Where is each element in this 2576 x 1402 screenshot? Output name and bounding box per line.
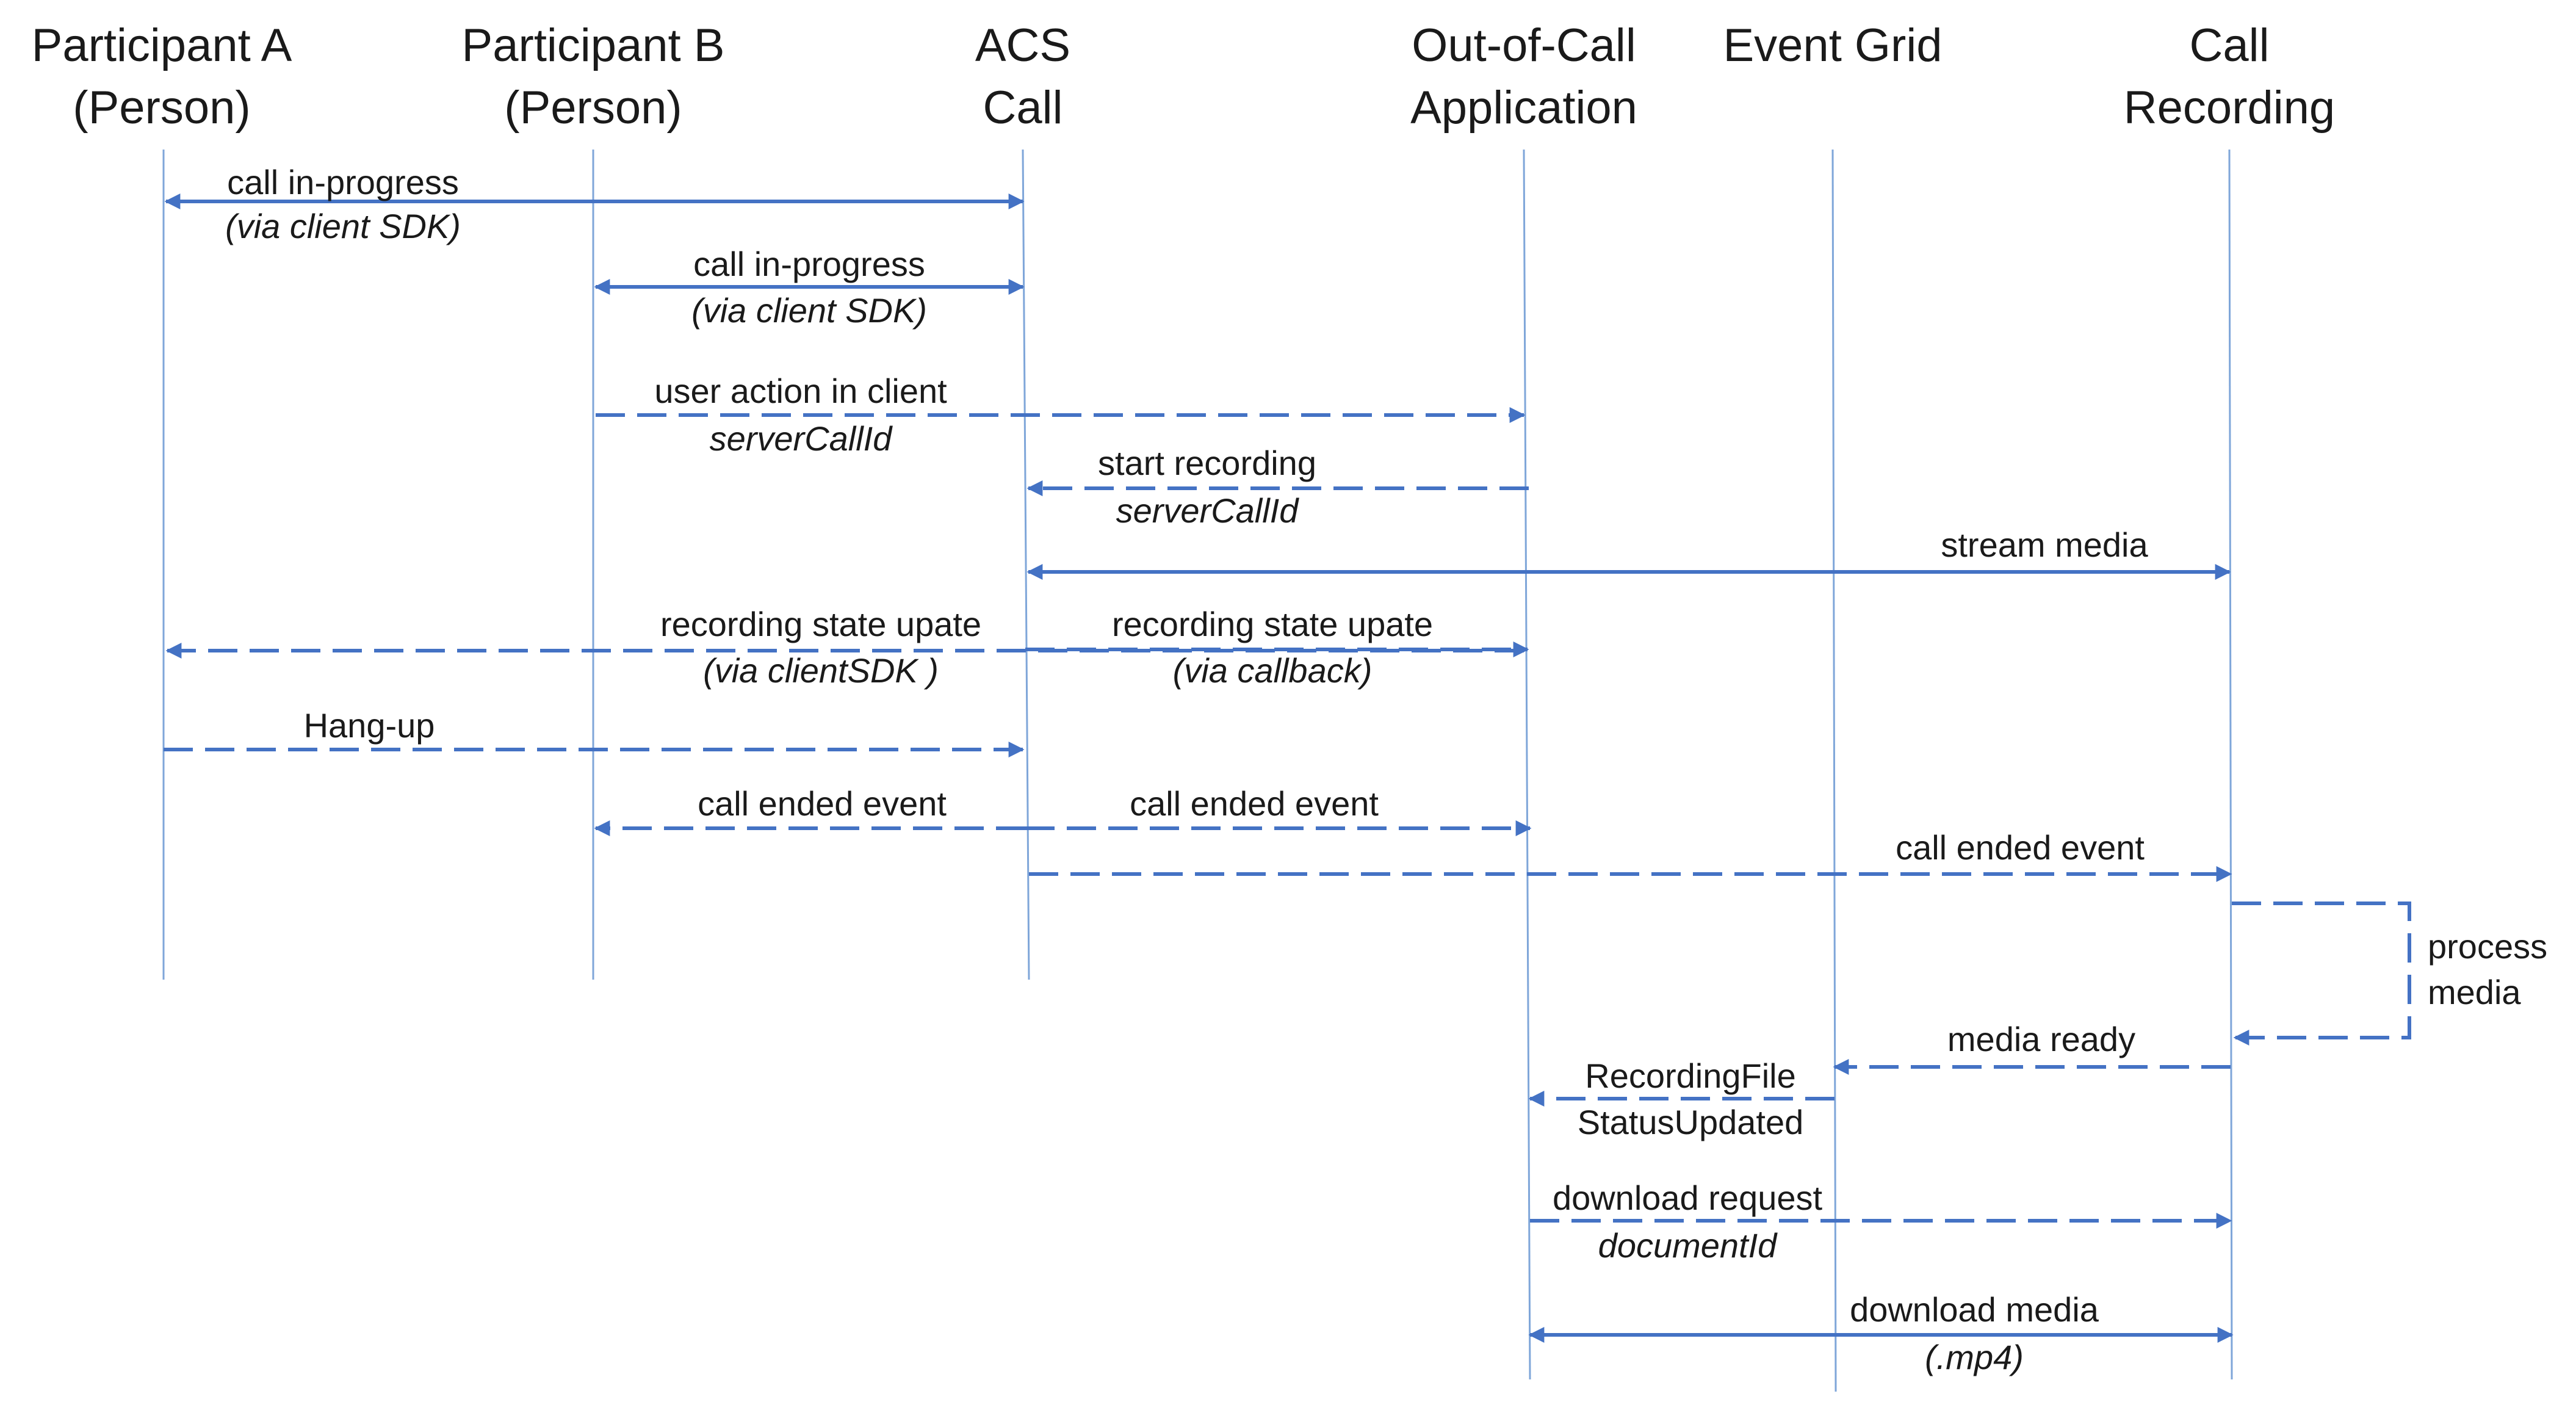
sublabel-call-in-progress-b: (via client SDK) xyxy=(691,291,927,330)
label-recording-state-callback: recording state upate xyxy=(1112,605,1433,643)
acs-call-line2: Call xyxy=(983,82,1063,134)
out-of-call-app-line2: Application xyxy=(1410,82,1637,134)
sublabel-recording-state-callback: (via callback) xyxy=(1173,651,1373,690)
label-start-recording: start recording xyxy=(1098,444,1316,482)
participant-b-type: (Person) xyxy=(504,82,682,134)
call-recording-header: Call Recording xyxy=(2124,20,2335,134)
label-stream-media: stream media xyxy=(1941,526,2148,564)
participant-b-name: Participant B xyxy=(462,20,725,71)
label-process-media: process xyxy=(2428,927,2547,966)
label-user-action: user action in client xyxy=(654,372,947,410)
sublabel-process-media: media xyxy=(2428,973,2521,1011)
call-recording-line1: Call xyxy=(2190,20,2270,71)
sublabel-recording-state-client: (via clientSDK ) xyxy=(703,651,939,690)
label-download-media: download media xyxy=(1850,1290,2099,1329)
label-recording-state-client: recording state upate xyxy=(660,605,981,643)
label-call-ended-to-b: call ended event xyxy=(698,784,947,823)
label-media-ready: media ready xyxy=(1947,1020,2135,1058)
sublabel-download-request: documentId xyxy=(1598,1226,1778,1265)
label-call-in-progress-b: call in-progress xyxy=(693,245,925,283)
lifeline-event-grid xyxy=(1831,149,1837,1392)
out-of-call-app-header: Out-of-Call Application xyxy=(1410,20,1637,134)
participant-a-header: Participant A (Person) xyxy=(32,20,292,134)
sublabel-recording-file-status: StatusUpdated xyxy=(1578,1103,1803,1141)
lifeline-out-of-call-app xyxy=(1523,149,1531,1380)
label-call-in-progress-a: call in-progress xyxy=(227,163,459,201)
sublabel-download-media: (.mp4) xyxy=(1925,1338,2024,1376)
lifeline-acs-call xyxy=(1022,149,1030,980)
acs-call-line1: ACS xyxy=(975,20,1070,71)
lifeline-call-recording xyxy=(2228,149,2233,1380)
label-recording-file-status: RecordingFile xyxy=(1585,1057,1796,1095)
call-recording-line2: Recording xyxy=(2124,82,2335,134)
sublabel-user-action: serverCallId xyxy=(710,419,893,458)
label-call-ended-to-recording: call ended event xyxy=(1896,828,2145,867)
event-grid-header: Event Grid xyxy=(1723,20,1942,71)
participant-a-name: Participant A xyxy=(32,20,292,71)
participant-a-type: (Person) xyxy=(73,82,250,134)
sublabel-call-in-progress-a: (via client SDK) xyxy=(225,207,461,245)
out-of-call-app-line1: Out-of-Call xyxy=(1412,20,1636,71)
event-grid-name: Event Grid xyxy=(1723,20,1942,71)
sublabel-start-recording: serverCallId xyxy=(1116,491,1300,530)
participant-b-header: Participant B (Person) xyxy=(462,20,725,134)
acs-call-header: ACS Call xyxy=(975,20,1070,134)
label-hang-up: Hang-up xyxy=(304,706,435,745)
label-call-ended-to-ooc: call ended event xyxy=(1130,784,1379,823)
arrow-process-media-loop xyxy=(2232,902,2411,1046)
label-download-request: download request xyxy=(1553,1179,1823,1217)
